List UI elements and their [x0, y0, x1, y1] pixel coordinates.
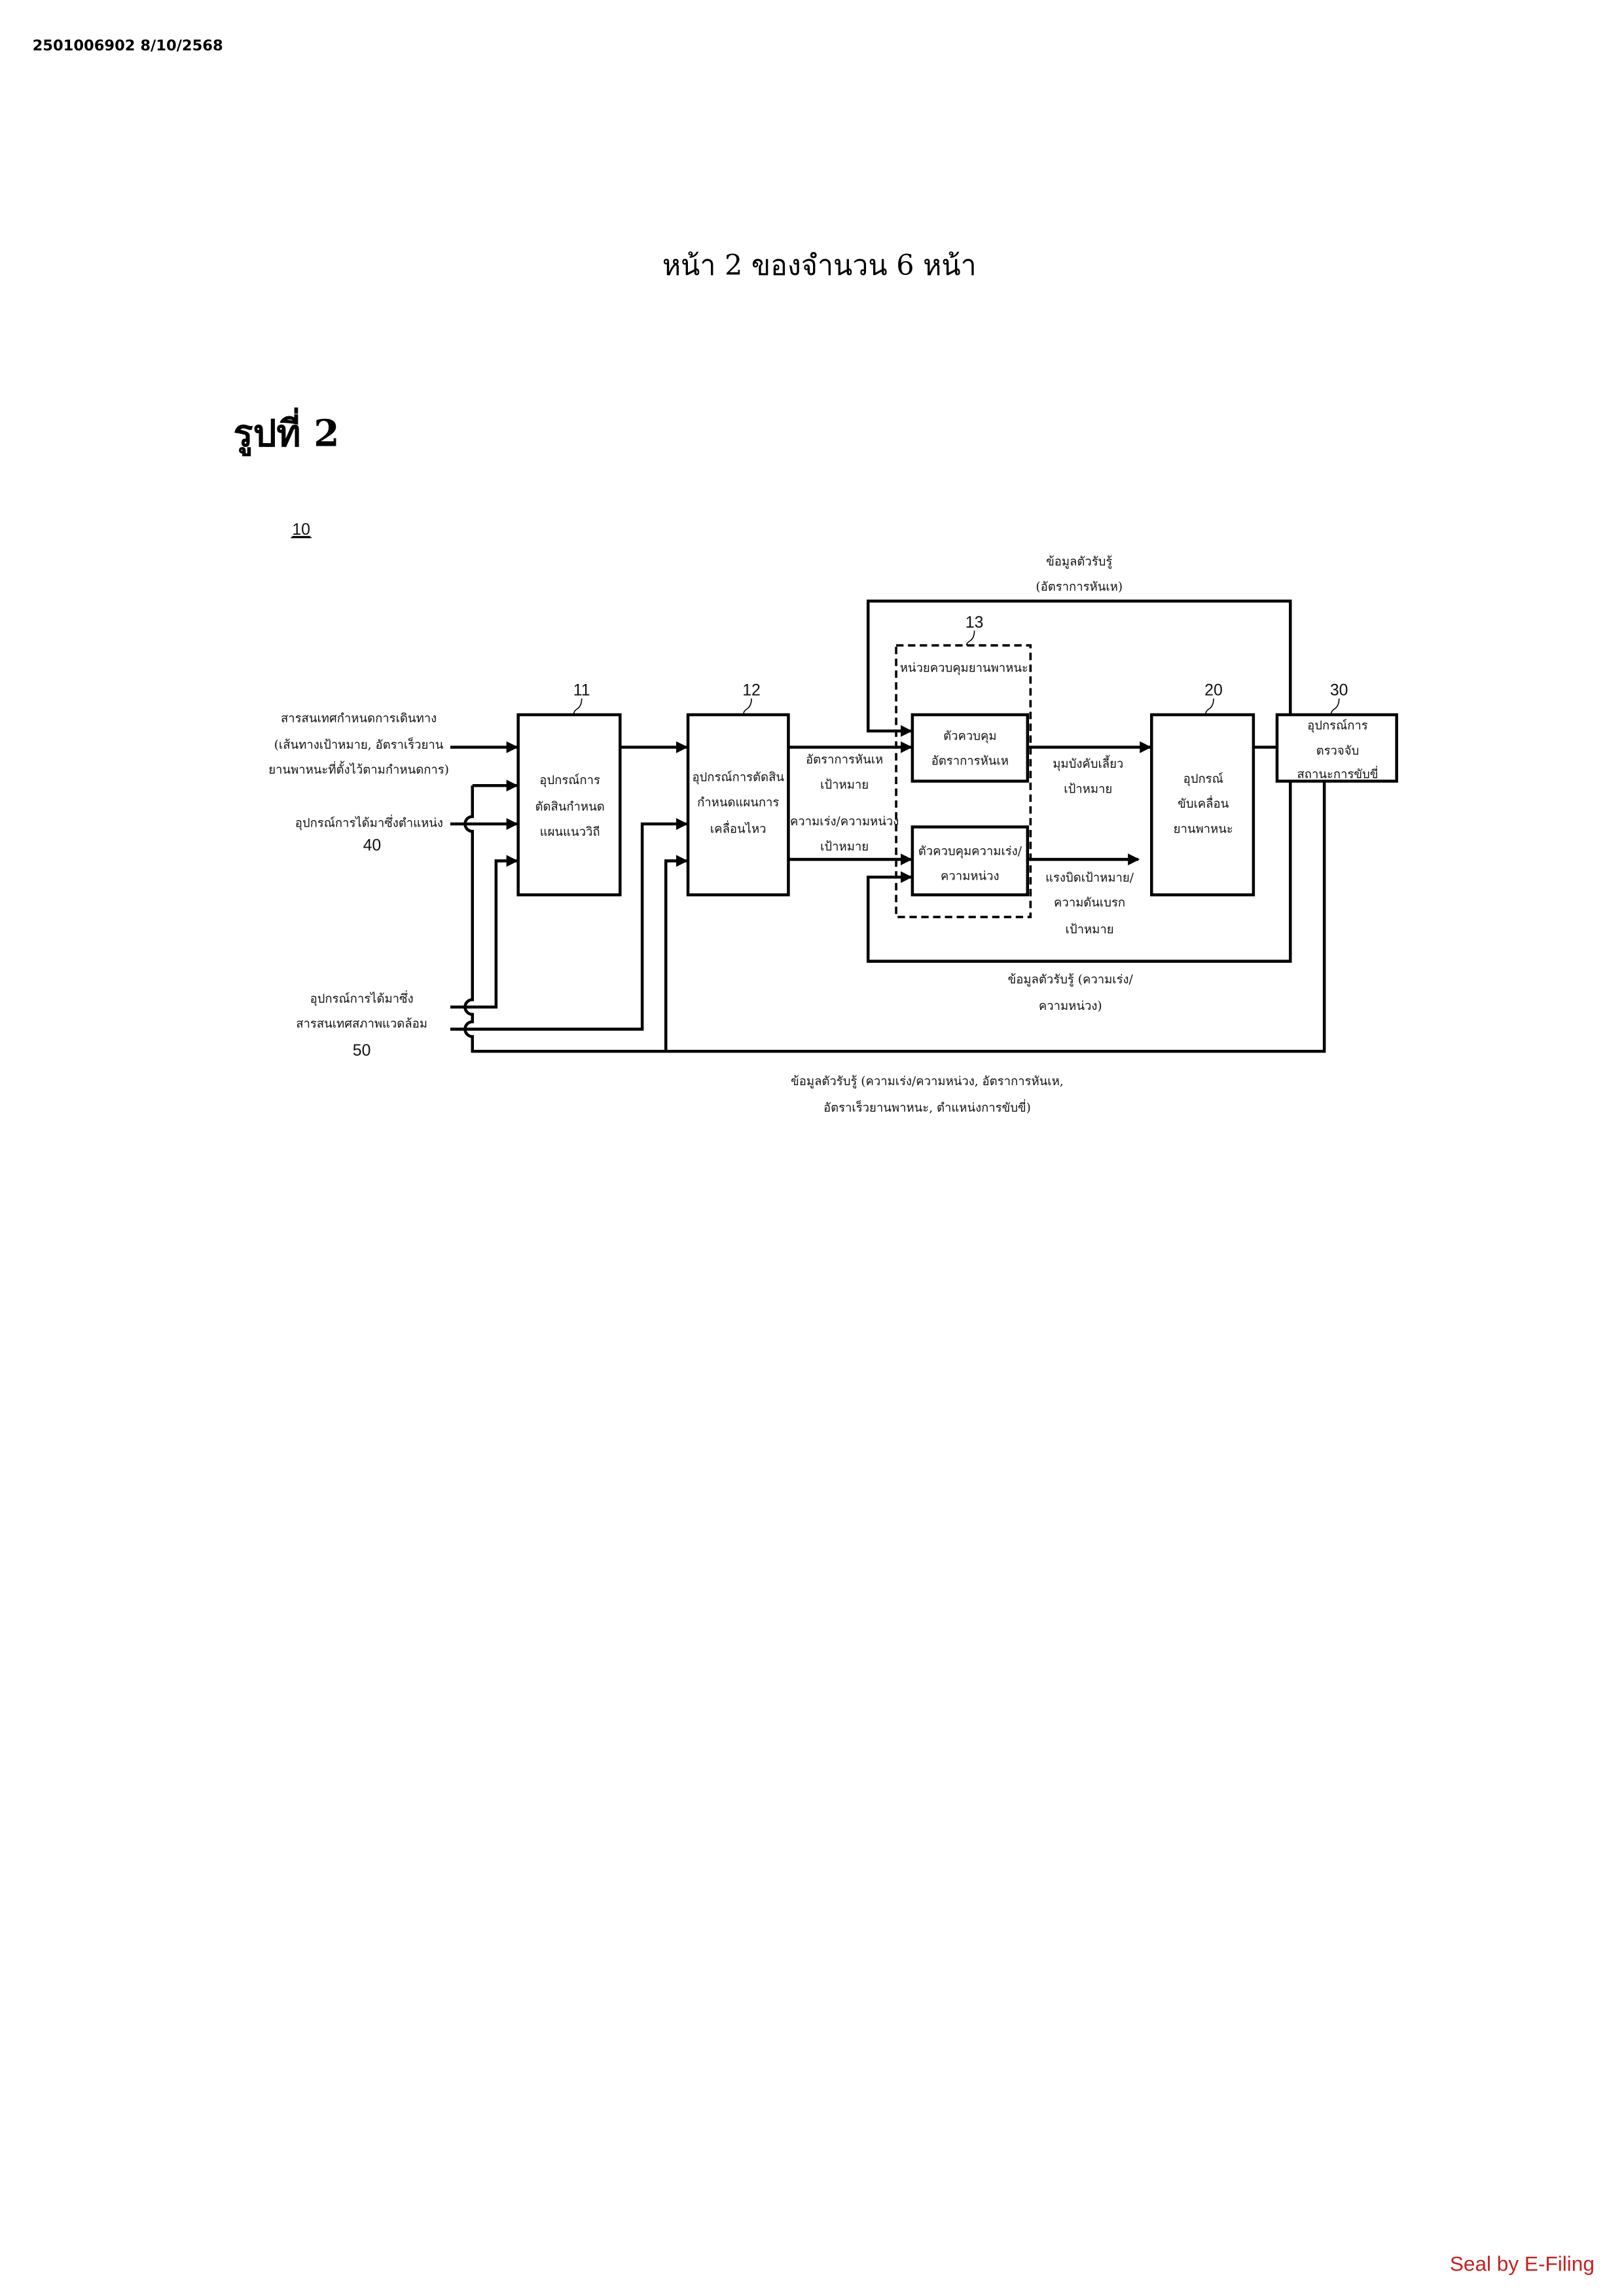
ref-12: 12 — [742, 682, 761, 700]
figure-title: รูปที่ 2 — [233, 408, 339, 457]
ref-40: 40 — [363, 837, 382, 855]
box30-label: ตรวจจับ — [1316, 744, 1360, 758]
env-device-label: อุปกรณ์การได้มาซึ่ง — [310, 990, 414, 1007]
box20-label: อุปกรณ์ — [1183, 772, 1223, 787]
env-device-label: สารสนเทศสภาพแวดล้อม — [296, 1017, 427, 1031]
feedback-top-label: (อัตราการหันเห) — [1036, 581, 1123, 594]
ref-30: 30 — [1330, 682, 1348, 700]
ref-13: 13 — [965, 614, 984, 632]
torque-label: ความดันเบรก — [1054, 896, 1125, 910]
box12-label: เคลื่อนไหว — [710, 820, 767, 836]
efiling-seal: Seal by E-Filing — [1450, 2251, 1595, 2275]
position-device-label: อุปกรณ์การได้มาซึ่งตำแหน่ง — [295, 814, 443, 831]
ref-11: 11 — [573, 682, 590, 700]
box20-label: ขับเคลื่อน — [1178, 795, 1229, 811]
accel-controller-box — [912, 827, 1028, 895]
accel-target-label: เป้าหมาย — [820, 840, 869, 854]
yaw-target-label: อัตราการหันเห — [806, 753, 883, 766]
box20-label: ยานพาหนะ — [1174, 822, 1233, 836]
route-info-label: สารสนเทศกำหนดการเดินทาง — [281, 711, 437, 725]
yaw-controller-label: อัตราการหันเห — [931, 755, 1009, 768]
env-to-11-arrow — [450, 861, 516, 1007]
steer-label: มุมบังคับเลี้ยว — [1053, 755, 1123, 772]
feedback-mid-label: ข้อมูลตัวรับรู้ (ความเร่ง/ — [1008, 973, 1134, 987]
accel-target-label: ความเร่ง/ความหน่วง — [790, 815, 899, 829]
feedback-top-label: ข้อมูลตัวรับรู้ — [1046, 555, 1112, 569]
feedback-to-12-arrow — [666, 861, 687, 1051]
route-info-label: ยานพาหนะที่ตั้งไว้ตามกำหนดการ) — [268, 761, 449, 777]
torque-label: แรงบิดเป้าหมาย/ — [1045, 871, 1134, 885]
box12-label: กำหนดแผนการ — [697, 796, 779, 810]
route-info-label: (เส้นทางเป้าหมาย, อัตราเร็วยาน — [274, 736, 444, 752]
box11-label: อุปกรณ์การ — [539, 773, 600, 788]
box30-label: สถานะการขับขี่ — [1297, 766, 1378, 781]
accel-controller-label: ความหน่วง — [941, 870, 1000, 884]
torque-label: เป้าหมาย — [1066, 923, 1114, 937]
vehicle-control-unit-label: หน่วยควบคุมยานพาหนะ — [900, 662, 1028, 676]
box11-label: ตัดสินกำหนด — [535, 800, 604, 814]
document-id: 2501006902 8/10/2568 — [33, 37, 223, 54]
ref-20: 20 — [1204, 682, 1223, 700]
system-ref: 10 — [292, 521, 310, 539]
page-title: หน้า 2 ของจำนวน 6 หน้า — [662, 249, 977, 282]
feedback-bottom-label: ข้อมูลตัวรับรู้ (ความเร่ง/ความหน่วง, อัต… — [791, 1075, 1064, 1088]
feedback-mid-label: ความหน่วง) — [1039, 999, 1102, 1013]
yaw-target-label: เป้าหมาย — [820, 778, 869, 792]
steer-label: เป้าหมาย — [1064, 783, 1112, 797]
box11-label: แผนแนววิถี — [540, 825, 600, 839]
box12-label: อุปกรณ์การตัดสิน — [692, 770, 784, 785]
ref-50: 50 — [353, 1042, 371, 1060]
feedback-bottom-label: อัตราเร็วยานพาหนะ, ตำแหน่งการขับขี่) — [823, 1100, 1031, 1115]
box30-label: อุปกรณ์การ — [1307, 719, 1368, 734]
block-diagram: 10 11 12 13 20 3 — [268, 521, 1396, 1115]
yaw-controller-label: ตัวควบคุม — [943, 729, 996, 744]
yaw-controller-box — [912, 715, 1028, 781]
accel-controller-label: ตัวควบคุมความเร่ง/ — [918, 844, 1022, 859]
